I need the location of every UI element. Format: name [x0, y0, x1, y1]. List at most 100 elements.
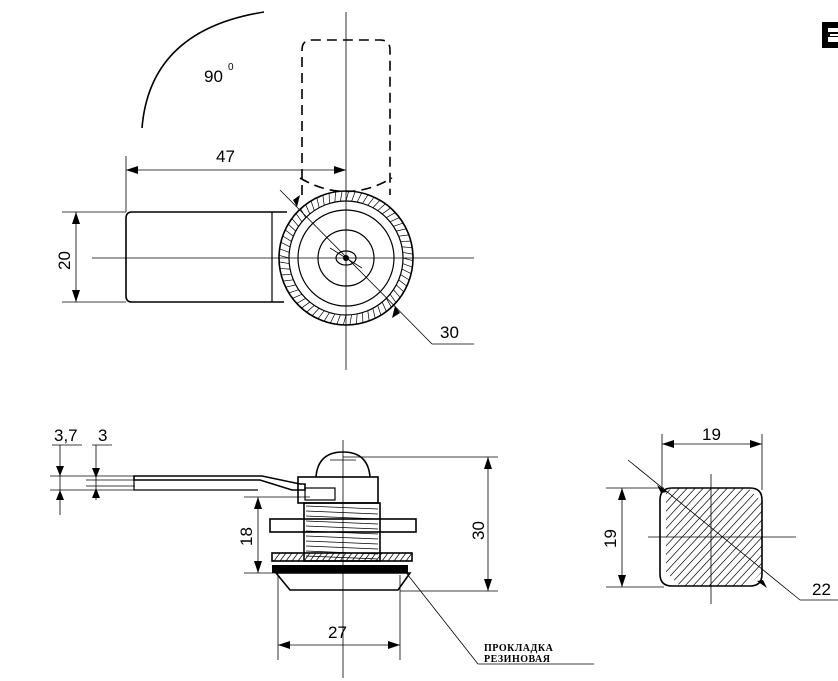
knurl-tick: [323, 312, 330, 322]
knurl-tick: [402, 252, 413, 255]
knurl-tick: [396, 284, 405, 293]
knurl-tick: [279, 248, 290, 253]
knurl-tick: [283, 279, 294, 282]
section-hatch-line: [703, 488, 762, 586]
section-hatch-line: [671, 488, 762, 586]
washer-hatch-line: [375, 552, 383, 562]
knurl-tick: [334, 191, 336, 203]
angle-degree-sup: 0: [228, 62, 234, 73]
sec-19h-label: 19: [601, 529, 620, 548]
knurl-tick: [296, 298, 306, 304]
knurl-tick: [398, 279, 408, 287]
section-hatch-line: [695, 488, 762, 586]
thread-line: [305, 525, 379, 530]
knurl-tick: [322, 195, 325, 206]
rotation-arc: [141, 11, 265, 129]
knurl-tick: [402, 263, 413, 268]
knurl-tick: [381, 301, 387, 312]
section-hatch-line: [666, 488, 705, 586]
washer-hatch-line: [393, 552, 401, 562]
dim-30-arrow-a: [293, 195, 300, 207]
knurl-tick: [389, 217, 400, 223]
knurl-tick: [336, 314, 341, 325]
sec-19h-arrow-bottom: [618, 575, 626, 587]
dim-3-label: 3: [98, 426, 107, 445]
knurl-tick: [386, 298, 392, 308]
knurl-tick: [306, 305, 315, 313]
section-hatch-line: [711, 488, 762, 586]
knurl-tick: [381, 207, 391, 215]
washer-hatch-line: [405, 552, 413, 562]
section-hatch-line: [666, 488, 761, 586]
sec-22-arrow-a: [657, 485, 667, 493]
slot-diagonal: [329, 247, 363, 269]
knurl-tick: [386, 212, 396, 218]
section-hatch-line: [528, 470, 648, 600]
knurl-tick: [377, 305, 382, 316]
knurl-tick: [402, 257, 414, 262]
dim-47-label: 47: [216, 147, 235, 166]
knurl-tick: [301, 301, 311, 309]
thread-line: [305, 505, 379, 510]
knurl-tick: [292, 293, 303, 299]
knurl-tick: [340, 191, 343, 202]
washer-hatch-line: [297, 552, 305, 562]
sec-22-label: 22: [812, 580, 831, 599]
knurl-tick: [389, 293, 397, 303]
dim-18-arrow-top: [254, 497, 262, 509]
section-hatch-line: [719, 488, 762, 586]
dim-27-arrow-left: [278, 641, 290, 649]
knurl-tick: [291, 218, 299, 227]
knurl-tick: [279, 261, 290, 264]
side-view: 3,7 3: [50, 426, 594, 678]
washer-hatch-line: [273, 552, 281, 562]
inner-ring: [297, 209, 395, 307]
dim-47-arrow-right: [334, 166, 346, 174]
washer-hatch-line: [357, 552, 365, 562]
side-tongue-lower: [133, 480, 258, 491]
dim-47-arrow-left: [126, 166, 138, 174]
knurl-tick: [311, 308, 320, 317]
knurl-tick: [305, 204, 311, 215]
angle-label: 90: [204, 67, 223, 86]
washer-hatch-line: [315, 552, 323, 562]
knurl-tick: [362, 194, 369, 204]
section-hatch-line: [666, 488, 689, 586]
section-hatch-line: [687, 488, 762, 586]
dim-30-arrow-b: [392, 306, 400, 318]
thread-line: [305, 540, 379, 545]
section-hatch-line: [666, 488, 745, 586]
section-outline: [659, 487, 763, 587]
dim-20-arrow-top: [72, 212, 80, 224]
sec-22-arrow-b: [757, 580, 767, 588]
tongue-body: [125, 211, 287, 303]
section-hatch-line: [666, 488, 729, 586]
knurl-tick: [396, 228, 407, 232]
plug-ring: [317, 229, 375, 287]
knurl-tick: [329, 313, 336, 324]
knurl-tick: [279, 268, 291, 270]
section-view: 19 19 22: [528, 425, 838, 604]
washer-hatch-line: [369, 552, 377, 562]
washer-hatch-line: [351, 552, 359, 562]
bezel: [274, 572, 412, 591]
section-hatch-line: [727, 488, 762, 586]
cam-tab: [304, 487, 336, 501]
washer-hatch-line: [285, 552, 293, 562]
knurl-tick: [372, 308, 376, 319]
dim-18-arrow-bottom: [254, 561, 262, 573]
knurl-tick: [317, 310, 325, 320]
section-hatch-line: [666, 488, 721, 586]
dim-3-7-arrow-down: [56, 466, 64, 476]
washer-hatch-line: [399, 552, 407, 562]
knurl-tick: [372, 199, 381, 208]
washer-hatch-line: [363, 552, 371, 562]
key-slot: [335, 250, 357, 266]
knurl-tick: [401, 268, 412, 275]
section-hatch-line: [679, 488, 762, 586]
gasket-note-line1: ПРОКЛАДКА: [484, 643, 554, 654]
rubber-gasket: [272, 565, 408, 573]
knurl-tick: [295, 213, 303, 223]
thread-line: [305, 520, 379, 525]
thread-line: [305, 545, 379, 550]
